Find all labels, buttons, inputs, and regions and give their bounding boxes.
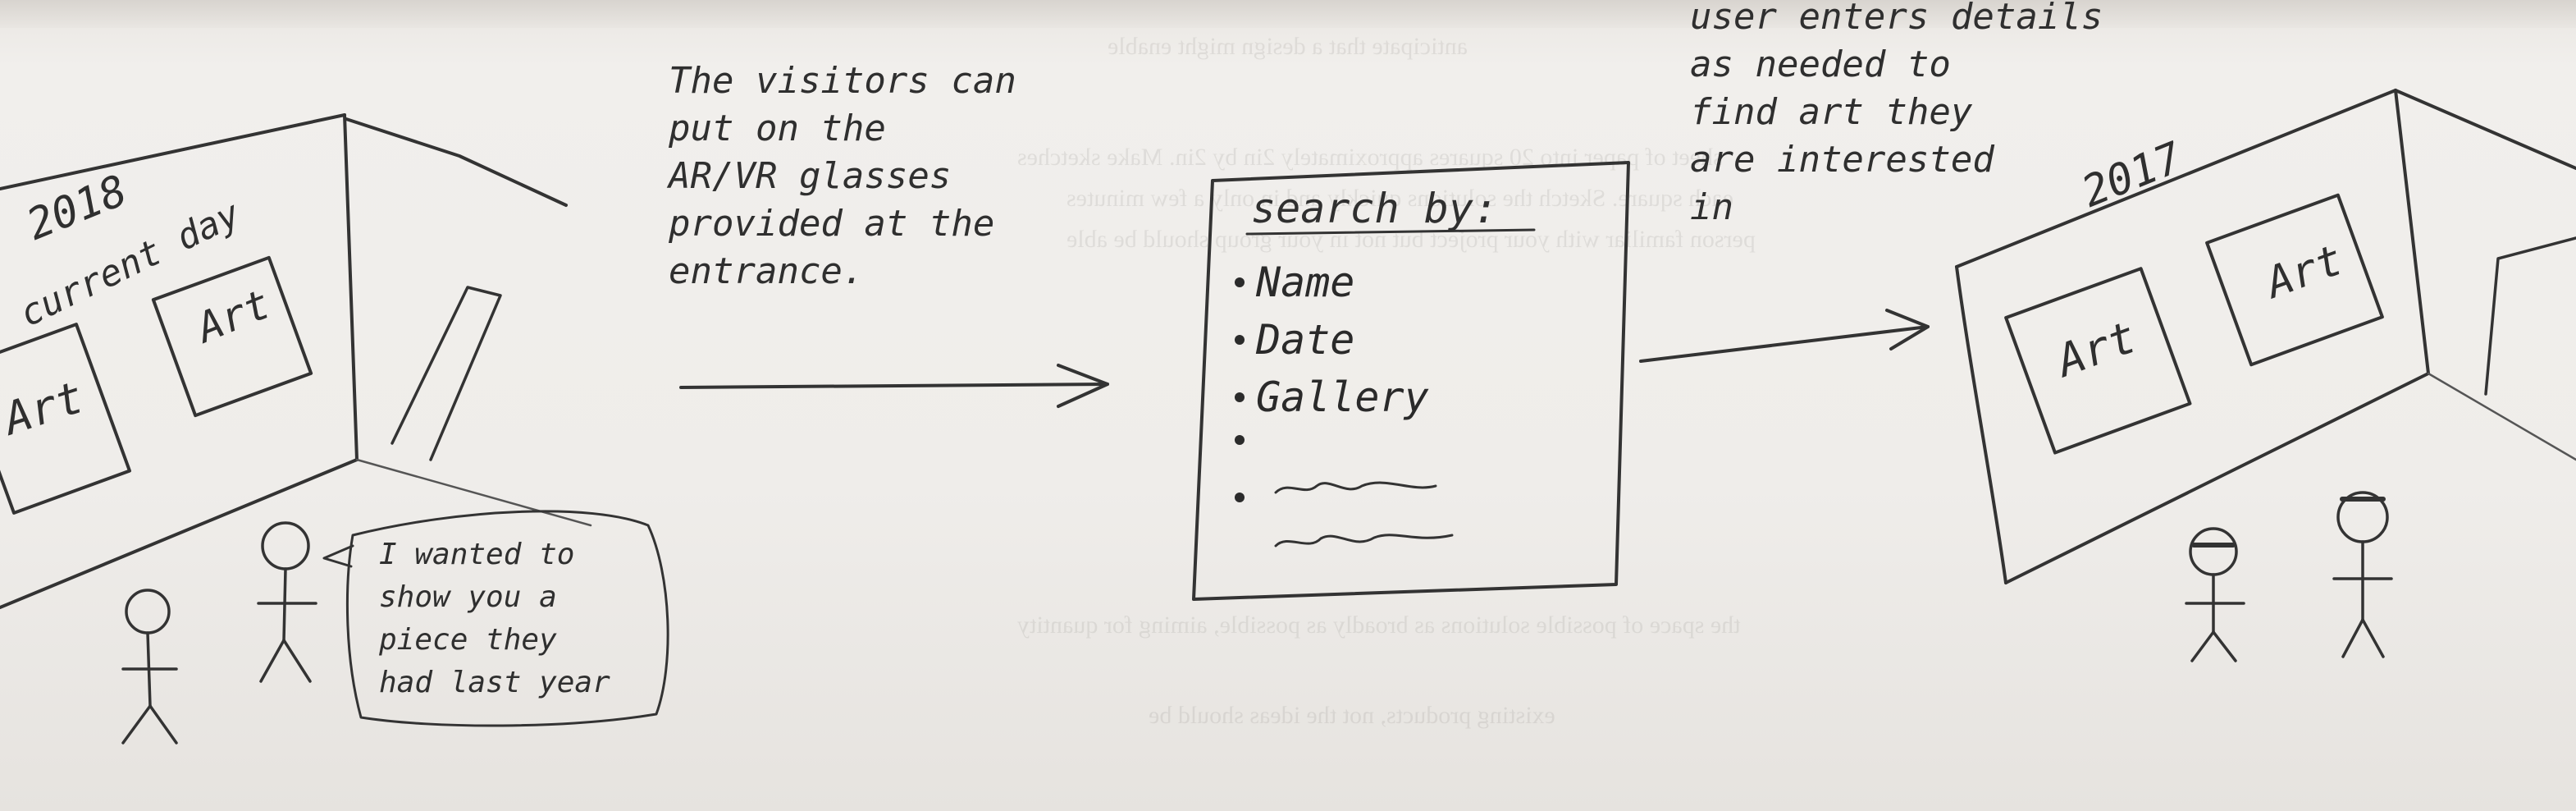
arrow-step-1: [679, 364, 1109, 408]
speech-line: had last year: [379, 666, 610, 699]
caption-line: AR/VR glasses: [669, 155, 952, 197]
art-frame-right: [151, 255, 313, 418]
bullet: [1235, 277, 1245, 287]
search-criterion-name: Name: [1235, 259, 1429, 316]
criterion-label: Gallery: [1256, 373, 1429, 421]
bullet: [1235, 492, 1245, 502]
arrow-step-2: [1639, 309, 1930, 363]
caption-line: as needed to: [1690, 44, 1951, 85]
visitor-figure-child: [121, 589, 178, 745]
criterion-label: Date: [1256, 316, 1355, 364]
search-panel-title: search by:: [1251, 185, 1499, 232]
caption-line: find art they: [1690, 91, 1973, 133]
search-criterion-date: Date: [1235, 316, 1429, 373]
visitor-figure-glasses: [2185, 527, 2245, 662]
search-criteria-list: Name Date Gallery: [1235, 259, 1429, 546]
criterion-label: Name: [1256, 259, 1355, 306]
room-2018: [0, 113, 592, 609]
bullet: [1235, 335, 1245, 345]
search-panel-frame: [1192, 161, 1630, 601]
caption-line: put on the: [669, 108, 886, 149]
visitor-figure-glasses: [2332, 491, 2393, 658]
caption-line: provided at the: [669, 203, 995, 245]
search-criterion-unlabeled: [1235, 488, 1429, 546]
caption-line: entrance.: [669, 250, 865, 292]
speech-bubble-text: I wanted to show you a piece they had la…: [379, 534, 610, 704]
caption-line: in: [1690, 186, 1733, 228]
art-frame-left: [0, 323, 131, 515]
scribble-lines: [1274, 481, 1454, 548]
room-2017: [1955, 89, 2576, 584]
bullet: [1235, 392, 1245, 402]
caption-line: The visitors can: [669, 60, 1016, 102]
caption-step-1: The visitors can put on the AR/VR glasse…: [669, 57, 1016, 296]
speech-bubble-outline: [322, 510, 669, 727]
bullet: [1235, 434, 1245, 445]
caption-line: user enters details: [1690, 0, 2103, 38]
guide-figure: [257, 521, 317, 683]
paper-top-edge: [0, 0, 2576, 28]
caption-line: are interested: [1690, 139, 1994, 181]
art-frame-left-2017: [2004, 267, 2192, 455]
search-criterion-unlabeled: [1235, 431, 1429, 488]
speech-line: I wanted to: [379, 538, 575, 571]
speech-line: piece they: [379, 623, 557, 657]
speech-line: show you a: [379, 580, 557, 614]
caption-step-2: user enters details as needed to find ar…: [1690, 0, 2103, 231]
search-criterion-gallery: Gallery: [1235, 373, 1429, 431]
art-frame-right-2017: [2205, 193, 2384, 367]
search-title-underline: [1245, 228, 1536, 236]
